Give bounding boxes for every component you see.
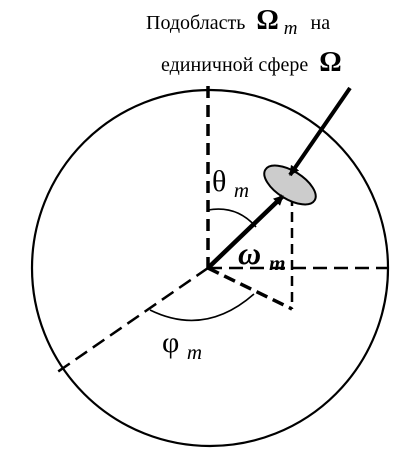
phi-angle-arc bbox=[149, 293, 255, 322]
subregion-patch bbox=[263, 164, 317, 206]
caption-pointer-arrow bbox=[288, 86, 352, 177]
phi-symbol: φ bbox=[162, 326, 179, 359]
theta-subscript: m bbox=[234, 178, 249, 202]
depth-axis-dashed bbox=[55, 266, 209, 375]
caption-line-2: единичной сфере Ω bbox=[161, 47, 342, 78]
caption-line2-omega-symbol: Ω bbox=[319, 47, 341, 78]
omega-subscript: m bbox=[269, 251, 285, 275]
theta-symbol: θ bbox=[212, 165, 226, 198]
phi-subscript: m bbox=[187, 340, 202, 364]
omega-label: ω m bbox=[238, 235, 285, 275]
caption-line-1: Подобласть Ω m на bbox=[146, 5, 330, 39]
omega-vector-arrow bbox=[206, 194, 285, 270]
caption-line1-prefix: Подобласть bbox=[146, 12, 245, 34]
caption-line1-suffix: на bbox=[310, 12, 330, 34]
projection-azimuth-dashed bbox=[207, 266, 293, 311]
omega-symbol: ω bbox=[238, 235, 261, 271]
phi-label: φ m bbox=[162, 326, 202, 364]
theta-angle-arc bbox=[207, 208, 257, 228]
theta-label: θ m bbox=[212, 165, 249, 202]
caption-line1-omega-symbol: Ω bbox=[256, 5, 278, 36]
caption-line1-subscript: m bbox=[284, 18, 298, 39]
caption-line2-prefix: единичной сфере bbox=[161, 54, 308, 76]
